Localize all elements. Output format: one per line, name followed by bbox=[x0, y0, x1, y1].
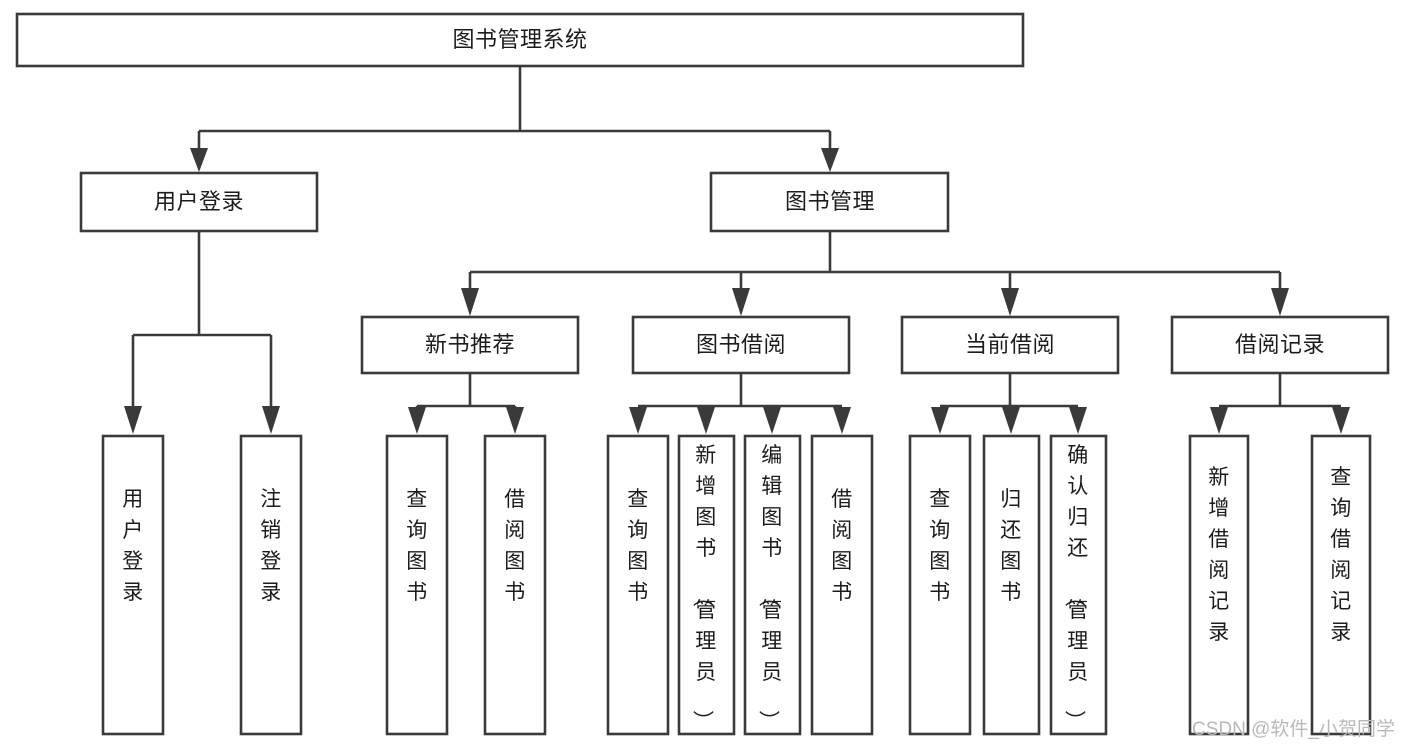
leaf-borrow-book-2[interactable]: 借阅图书 bbox=[810, 434, 874, 736]
node-borrow-record[interactable]: 借阅记录 bbox=[1170, 315, 1390, 375]
leaf-query-book-2-label: 查询图书 bbox=[627, 488, 649, 604]
leaf-logout-label: 注销登录 bbox=[260, 488, 282, 604]
arrow-record-leaf-2 bbox=[1332, 407, 1350, 434]
leaf-edit-book-admin-label: 编辑图书（管理员） bbox=[756, 444, 783, 732]
node-root[interactable]: 图书管理系统 bbox=[15, 12, 1025, 68]
leaf-logout[interactable]: 注销登录 bbox=[239, 434, 303, 736]
leaf-query-book-1[interactable]: 查询图书 bbox=[385, 434, 449, 736]
node-current-borrow-box[interactable] bbox=[900, 315, 1120, 375]
leaf-return-book-box[interactable] bbox=[982, 434, 1041, 736]
node-root-box[interactable] bbox=[15, 12, 1025, 68]
leaf-borrow-book-2-label: 借阅图书 bbox=[831, 488, 853, 604]
leaf-query-book-3-box[interactable] bbox=[908, 434, 972, 736]
leaf-add-borrow-record[interactable]: 新增借阅记录 bbox=[1188, 434, 1250, 736]
node-borrow-record-label: 借阅记录 bbox=[1235, 332, 1325, 357]
leaf-confirm-return-admin-label: 确认归还（管理员） bbox=[1062, 444, 1089, 732]
arrow-root-to-userlogin bbox=[190, 148, 208, 172]
leaf-borrow-book-1[interactable]: 借阅图书 bbox=[483, 434, 547, 736]
arrow-borrow-leaf-2 bbox=[697, 407, 715, 434]
node-user-login-box[interactable] bbox=[79, 171, 319, 233]
node-new-book-recommend-box[interactable] bbox=[360, 315, 580, 375]
node-borrow-record-box[interactable] bbox=[1170, 315, 1390, 375]
arrow-current-leaf-3 bbox=[1069, 407, 1087, 434]
leaf-query-borrow-record-label: 查询借阅记录 bbox=[1330, 466, 1352, 644]
arrow-userlogin-leaf-2 bbox=[262, 406, 280, 434]
arrow-bookmgmt-to-newbook bbox=[461, 288, 479, 316]
leaf-query-book-2[interactable]: 查询图书 bbox=[606, 434, 670, 736]
arrow-borrow-leaf-3 bbox=[763, 407, 781, 434]
arrow-bookmgmt-to-record bbox=[1271, 288, 1289, 316]
node-book-management-box[interactable] bbox=[709, 171, 950, 233]
leaf-confirm-return-admin[interactable]: 确认归还（管理员） bbox=[1049, 434, 1108, 736]
node-layer: 图书管理系统 用户登录 图书管理 新书推荐 图书借阅 当前借阅 借阅记录 bbox=[15, 12, 1390, 736]
node-book-borrow-label: 图书借阅 bbox=[696, 332, 786, 357]
leaf-query-borrow-record[interactable]: 查询借阅记录 bbox=[1310, 434, 1372, 736]
arrow-record-leaf-1 bbox=[1210, 407, 1228, 434]
leaf-add-book-admin-box[interactable] bbox=[677, 434, 736, 736]
arrow-bookmgmt-to-borrow bbox=[732, 288, 750, 316]
connector-layer bbox=[124, 66, 1350, 434]
node-book-management-label: 图书管理 bbox=[785, 189, 875, 214]
leaf-edit-book-admin[interactable]: 编辑图书（管理员） bbox=[743, 434, 802, 736]
leaf-query-book-3-label: 查询图书 bbox=[929, 488, 951, 604]
node-current-borrow-label: 当前借阅 bbox=[965, 332, 1055, 357]
leaf-query-book-3[interactable]: 查询图书 bbox=[908, 434, 972, 736]
node-user-login-label: 用户登录 bbox=[154, 189, 244, 214]
leaf-return-book[interactable]: 归还图书 bbox=[982, 434, 1041, 736]
node-new-book-recommend-label: 新书推荐 bbox=[425, 332, 515, 357]
leaf-user-login-box[interactable] bbox=[101, 434, 165, 736]
leaf-query-borrow-record-box[interactable] bbox=[1310, 434, 1372, 736]
arrow-newbook-leaf-1 bbox=[408, 407, 426, 434]
leaf-add-borrow-record-box[interactable] bbox=[1188, 434, 1250, 736]
leaf-borrow-book-1-label: 借阅图书 bbox=[504, 488, 526, 604]
node-book-borrow-box[interactable] bbox=[631, 315, 851, 375]
node-root-label: 图书管理系统 bbox=[452, 27, 587, 52]
leaf-add-book-admin[interactable]: 新增图书（管理员） bbox=[677, 434, 736, 736]
arrow-bookmgmt-to-current bbox=[1001, 288, 1019, 316]
node-book-management[interactable]: 图书管理 bbox=[709, 171, 950, 233]
leaf-borrow-book-2-box[interactable] bbox=[810, 434, 874, 736]
leaf-borrow-book-1-box[interactable] bbox=[483, 434, 547, 736]
arrow-current-leaf-1 bbox=[931, 407, 949, 434]
leaf-add-borrow-record-label: 新增借阅记录 bbox=[1208, 466, 1230, 644]
arrow-root-to-bookmgmt bbox=[821, 148, 839, 172]
node-current-borrow[interactable]: 当前借阅 bbox=[900, 315, 1120, 375]
node-user-login[interactable]: 用户登录 bbox=[79, 171, 319, 233]
leaf-user-login-label: 用户登录 bbox=[122, 488, 144, 604]
node-new-book-recommend[interactable]: 新书推荐 bbox=[360, 315, 580, 375]
leaf-add-book-admin-label: 新增图书（管理员） bbox=[690, 444, 717, 732]
leaf-query-book-1-label: 查询图书 bbox=[406, 488, 428, 604]
arrow-current-leaf-2 bbox=[1002, 407, 1020, 434]
arrow-newbook-leaf-2 bbox=[506, 407, 524, 434]
leaf-user-login[interactable]: 用户登录 bbox=[101, 434, 165, 736]
leaf-query-book-2-box[interactable] bbox=[606, 434, 670, 736]
leaf-logout-box[interactable] bbox=[239, 434, 303, 736]
arrow-borrow-leaf-1 bbox=[629, 407, 647, 434]
leaf-edit-book-admin-box[interactable] bbox=[743, 434, 802, 736]
leaf-confirm-return-admin-box[interactable] bbox=[1049, 434, 1108, 736]
leaf-query-book-1-box[interactable] bbox=[385, 434, 449, 736]
leaf-return-book-label: 归还图书 bbox=[1000, 488, 1022, 604]
node-book-borrow[interactable]: 图书借阅 bbox=[631, 315, 851, 375]
arrow-borrow-leaf-4 bbox=[833, 407, 851, 434]
arrow-userlogin-leaf-1 bbox=[124, 406, 142, 434]
